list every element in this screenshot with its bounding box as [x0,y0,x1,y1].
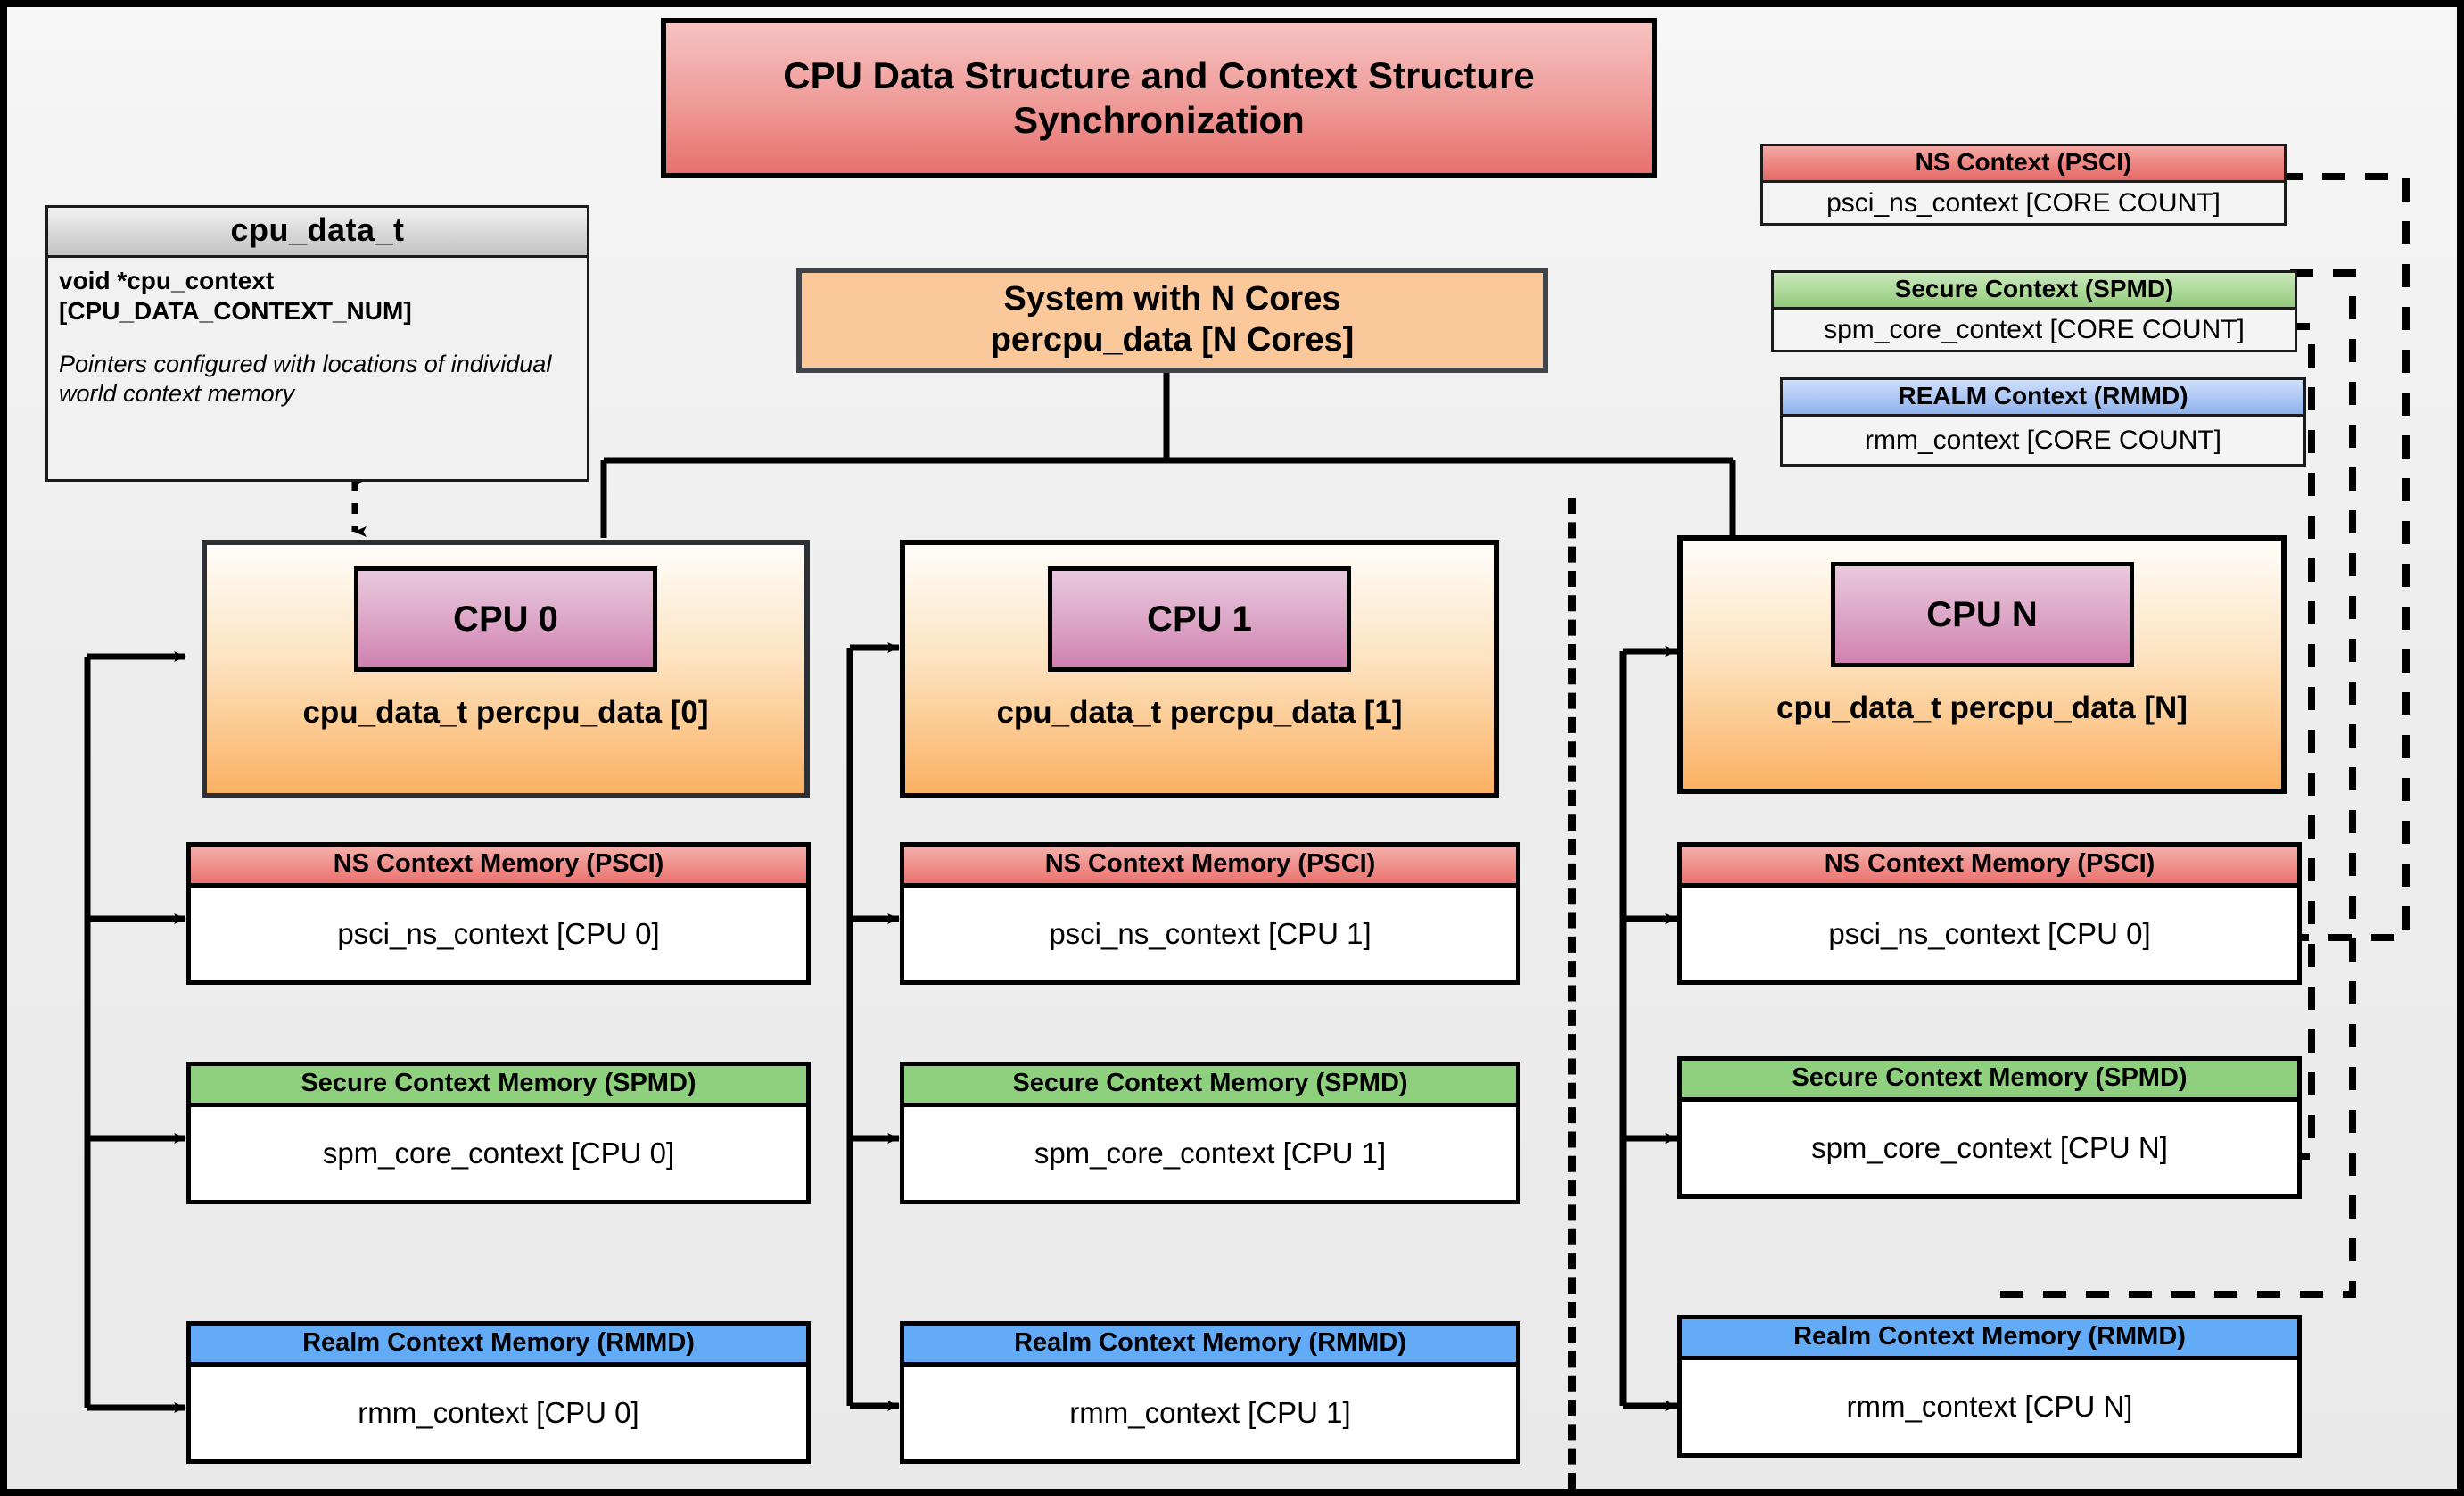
ctx-box-cpu0-realm: Realm Context Memory (RMMD) rmm_context … [186,1321,811,1464]
ctx-header-cpu1-secure: Secure Context Memory (SPMD) [904,1066,1516,1107]
cpu-caption-0: cpu_data_t percpu_data [0] [302,695,709,730]
ctx-box-cpuN-secure: Secure Context Memory (SPMD) spm_core_co… [1677,1056,2302,1199]
cpu-badge-0: CPU 0 [354,566,657,672]
ctx-header-cpu0-secure: Secure Context Memory (SPMD) [191,1066,806,1107]
ctx-box-cpu1-secure: Secure Context Memory (SPMD) spm_core_co… [900,1062,1520,1204]
system-line-1: System with N Cores [1003,280,1341,318]
struct-field-line2: [CPU_DATA_CONTEXT_NUM] [59,297,412,326]
cpu0-pointer-bus [84,651,186,1413]
ctx-box-cpu1-ns: NS Context Memory (PSCI) psci_ns_context… [900,842,1520,985]
cpu-badge-label-1: CPU 1 [1147,599,1252,639]
ctx-header-cpu0-ns: NS Context Memory (PSCI) [191,847,806,888]
column-divider [1568,498,1576,1489]
cpu-caption-1: cpu_data_t percpu_data [1] [996,695,1403,730]
page-title-text: CPU Data Structure and Context Structure… [783,54,1535,141]
ctx-body-cpuN-ns: psci_ns_context [CPU 0] [1828,917,2151,950]
system-box-text: System with N Cores percpu_data [N Cores… [991,279,1355,360]
ctx-body-cpu0-realm: rmm_context [CPU 0] [358,1396,639,1429]
legend-box-secure: Secure Context (SPMD) spm_core_context [… [1771,270,2297,352]
cpu-badge-1: CPU 1 [1048,566,1351,672]
ctx-body-cpuN-secure: spm_core_context [CPU N] [1811,1131,2168,1164]
legend-header-realm: REALM Context (RMMD) [1783,380,2303,417]
legend-box-realm: REALM Context (RMMD) rmm_context [CORE C… [1780,377,2306,467]
legend-box-ns: NS Context (PSCI) psci_ns_context [CORE … [1760,144,2287,226]
cpu-block-N: CPU N cpu_data_t percpu_data [N] [1677,535,2287,794]
ctx-header-cpu1-realm: Realm Context Memory (RMMD) [904,1326,1516,1367]
page-title: CPU Data Structure and Context Structure… [661,18,1657,178]
cpu1-pointer-bus [846,642,900,1411]
legend-body-ns: psci_ns_context [CORE COUNT] [1826,187,2221,218]
ctx-body-cpu1-realm: rmm_context [CPU 1] [1069,1396,1351,1429]
cpu-badge-label-0: CPU 0 [453,599,558,639]
cpuN-pointer-bus [1619,646,1677,1411]
ctx-header-cpuN-ns: NS Context Memory (PSCI) [1682,847,2297,888]
ctx-body-cpu1-secure: spm_core_context [CPU 1] [1034,1136,1387,1170]
ctx-box-cpu0-secure: Secure Context Memory (SPMD) spm_core_co… [186,1062,811,1204]
ctx-box-cpuN-realm: Realm Context Memory (RMMD) rmm_context … [1677,1315,2302,1458]
legend-body-secure: spm_core_context [CORE COUNT] [1824,314,2245,344]
cpu-data-struct-box: cpu_data_t void *cpu_context [CPU_DATA_C… [45,205,589,482]
legend-body-realm: rmm_context [CORE COUNT] [1864,425,2222,455]
ctx-header-cpuN-secure: Secure Context Memory (SPMD) [1682,1061,2297,1102]
cpu-badge-N: CPU N [1830,562,2134,667]
ctx-body-cpu1-ns: psci_ns_context [CPU 1] [1049,917,1372,950]
cpu-block-1: CPU 1 cpu_data_t percpu_data [1] [900,540,1499,798]
ctx-body-cpu0-ns: psci_ns_context [CPU 0] [337,917,660,950]
ctx-header-cpuN-realm: Realm Context Memory (RMMD) [1682,1319,2297,1360]
system-tree-connector [600,373,1736,538]
ctx-header-cpu0-realm: Realm Context Memory (RMMD) [191,1326,806,1367]
ctx-body-cpu0-secure: spm_core_context [CPU 0] [322,1136,675,1170]
diagram-canvas: CPU Data Structure and Context Structure… [7,7,2457,1489]
ctx-header-cpu1-ns: NS Context Memory (PSCI) [904,847,1516,888]
legend-header-secure: Secure Context (SPMD) [1774,273,2295,310]
system-line-2: percpu_data [N Cores] [990,321,1355,359]
ctx-body-cpuN-realm: rmm_context [CPU N] [1846,1390,2133,1423]
struct-name: cpu_data_t [48,208,587,258]
struct-body: void *cpu_context [CPU_DATA_CONTEXT_NUM]… [48,258,587,479]
struct-field-line1: void *cpu_context [59,267,275,294]
struct-note: Pointers configured with locations of in… [59,351,552,408]
cpu-badge-label-N: CPU N [1926,594,2038,634]
cpu-block-0: CPU 0 cpu_data_t percpu_data [0] [202,540,810,798]
system-box: System with N Cores percpu_data [N Cores… [796,268,1548,373]
legend-header-ns: NS Context (PSCI) [1763,146,2284,183]
ctx-box-cpu0-ns: NS Context Memory (PSCI) psci_ns_context… [186,842,811,985]
ctx-box-cpu1-realm: Realm Context Memory (RMMD) rmm_context … [900,1321,1520,1464]
ctx-box-cpuN-ns: NS Context Memory (PSCI) psci_ns_context… [1677,842,2302,985]
cpu-caption-N: cpu_data_t percpu_data [N] [1776,690,2188,725]
